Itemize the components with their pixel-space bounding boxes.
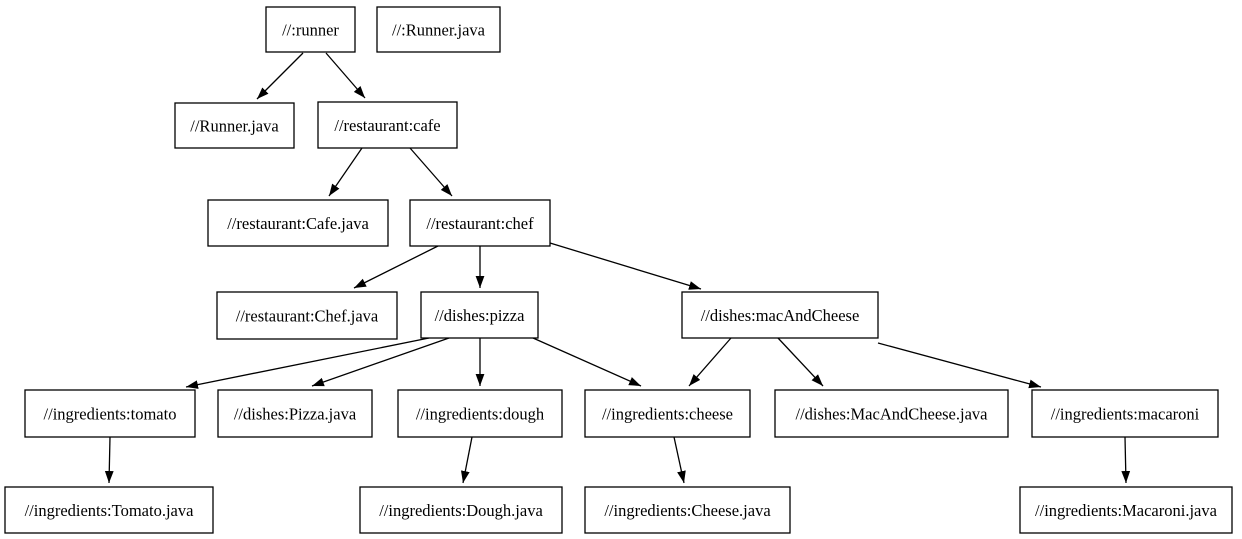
node-box-cafe xyxy=(317,101,458,149)
edge-chef-to-mac-and-cheese xyxy=(549,242,702,290)
node-cheese-java: //ingredients:Cheese.java xyxy=(584,486,791,534)
node-label-tomato-java: //ingredients:Tomato.java xyxy=(25,501,195,520)
node-box-runner-java-root xyxy=(376,6,501,53)
edge-mac-and-cheese-to-mac-and-cheese-java xyxy=(777,337,824,387)
node-pizza-java: //dishes:Pizza.java xyxy=(217,389,373,438)
node-label-cheese: //ingredients:cheese xyxy=(602,404,733,423)
node-pizza: //dishes:pizza xyxy=(420,291,539,339)
node-label-runner: //:runner xyxy=(282,20,339,39)
node-dough-java: //ingredients:Dough.java xyxy=(359,486,563,534)
node-label-macaroni: //ingredients:macaroni xyxy=(1051,404,1200,423)
node-label-cafe-java: //restaurant:Cafe.java xyxy=(227,214,369,233)
node-chef: //restaurant:chef xyxy=(409,199,551,247)
node-label-runner-java: //Runner.java xyxy=(190,116,279,135)
node-label-tomato: //ingredients:tomato xyxy=(44,404,177,423)
node-label-chef-java: //restaurant:Chef.java xyxy=(236,306,379,325)
node-tomato: //ingredients:tomato xyxy=(24,389,196,438)
edge-mac-and-cheese-to-macaroni xyxy=(877,342,1042,389)
node-chef-java: //restaurant:Chef.java xyxy=(216,291,398,340)
node-box-cheese xyxy=(584,389,751,438)
edges-layer xyxy=(104,52,1131,484)
node-box-pizza-java xyxy=(217,389,373,438)
edge-pizza-to-cheese xyxy=(532,337,642,387)
node-cheese: //ingredients:cheese xyxy=(584,389,751,438)
node-box-pizza xyxy=(420,291,539,339)
edge-mac-and-cheese-to-cheese xyxy=(688,337,732,387)
node-label-mac-and-cheese-java: //dishes:MacAndCheese.java xyxy=(796,404,989,423)
node-box-runner-java xyxy=(174,102,295,149)
node-box-macaroni-java xyxy=(1019,486,1233,534)
node-runner-java-root: //:Runner.java xyxy=(376,6,501,53)
edge-cafe-to-chef xyxy=(409,147,453,197)
node-box-dough xyxy=(397,389,563,438)
node-dough: //ingredients:dough xyxy=(397,389,563,438)
edge-pizza-to-tomato xyxy=(185,337,430,389)
edge-macaroni-to-macaroni-java xyxy=(1121,436,1131,484)
node-mac-and-cheese-java: //dishes:MacAndCheese.java xyxy=(774,389,1009,438)
node-cafe-java: //restaurant:Cafe.java xyxy=(207,199,389,247)
node-box-tomato-java xyxy=(4,486,214,534)
node-box-tomato xyxy=(24,389,196,438)
node-box-dough-java xyxy=(359,486,563,534)
node-cafe: //restaurant:cafe xyxy=(317,101,458,149)
edge-runner-to-runner-java xyxy=(256,52,304,100)
node-box-runner xyxy=(265,6,356,53)
node-label-pizza-java: //dishes:Pizza.java xyxy=(234,404,357,423)
edge-tomato-to-tomato-java xyxy=(104,436,114,484)
node-macaroni-java: //ingredients:Macaroni.java xyxy=(1019,486,1233,534)
node-label-dough-java: //ingredients:Dough.java xyxy=(379,501,543,520)
node-box-mac-and-cheese xyxy=(681,291,879,339)
edge-pizza-to-pizza-java xyxy=(311,337,450,387)
node-label-cafe: //restaurant:cafe xyxy=(334,116,440,135)
edge-chef-to-chef-java xyxy=(353,245,439,289)
node-runner: //:runner xyxy=(265,6,356,53)
node-label-cheese-java: //ingredients:Cheese.java xyxy=(604,501,771,520)
edge-dough-to-dough-java xyxy=(460,436,473,484)
node-label-pizza: //dishes:pizza xyxy=(435,306,525,325)
node-box-macaroni xyxy=(1031,389,1219,438)
node-box-cheese-java xyxy=(584,486,791,534)
edge-cafe-to-cafe-java xyxy=(328,147,363,197)
node-box-chef-java xyxy=(216,291,398,340)
node-box-cafe-java xyxy=(207,199,389,247)
node-mac-and-cheese: //dishes:macAndCheese xyxy=(681,291,879,339)
edge-runner-to-cafe xyxy=(325,52,366,99)
node-runner-java: //Runner.java xyxy=(174,102,295,149)
node-tomato-java: //ingredients:Tomato.java xyxy=(4,486,214,534)
node-label-dough: //ingredients:dough xyxy=(416,404,545,423)
node-label-chef: //restaurant:chef xyxy=(426,214,534,233)
edge-cheese-to-cheese-java xyxy=(673,436,686,484)
node-label-runner-java-root: //:Runner.java xyxy=(392,20,486,39)
node-label-macaroni-java: //ingredients:Macaroni.java xyxy=(1035,501,1218,520)
node-macaroni: //ingredients:macaroni xyxy=(1031,389,1219,438)
node-box-mac-and-cheese-java xyxy=(774,389,1009,438)
nodes-layer: //:runner //:Runner.java //Runner.java //re… xyxy=(4,6,1233,534)
node-label-mac-and-cheese: //dishes:macAndCheese xyxy=(701,306,860,325)
node-box-chef xyxy=(409,199,551,247)
